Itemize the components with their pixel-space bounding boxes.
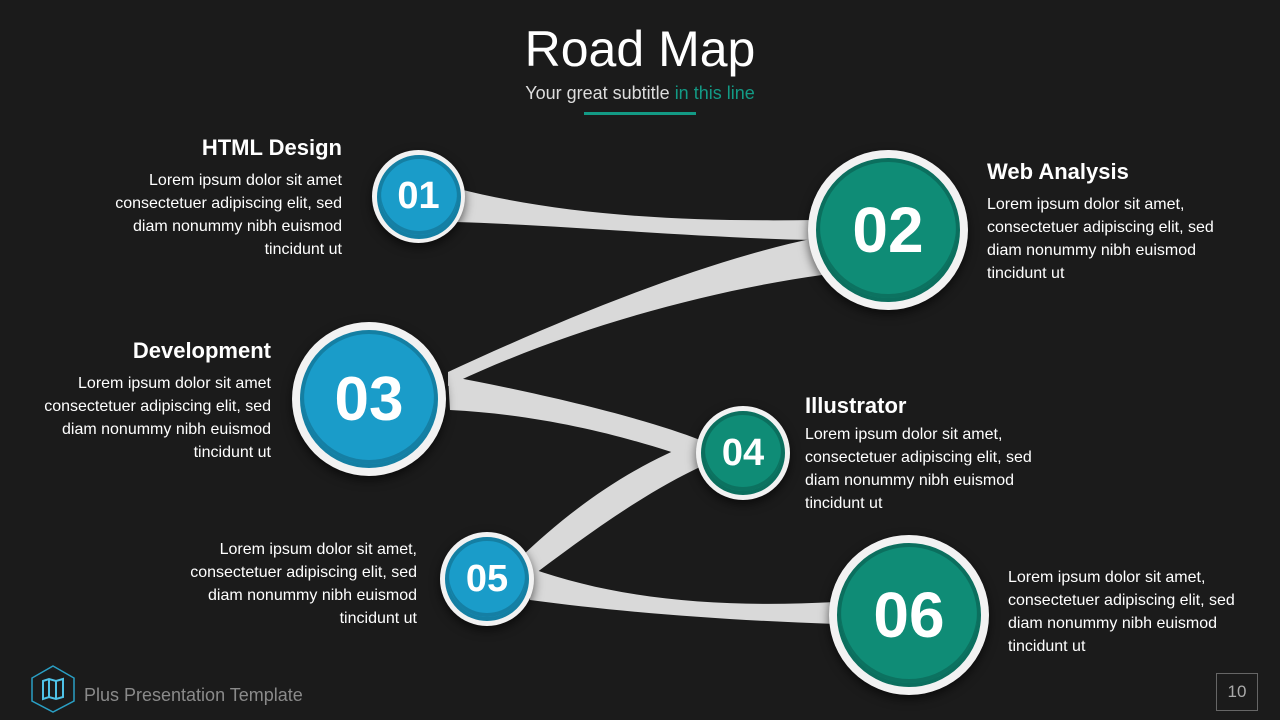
page-title: Road Map (524, 21, 756, 77)
step-06-number: 06 (837, 543, 981, 687)
step-05-number: 05 (445, 537, 529, 621)
step-04-number: 04 (701, 411, 785, 495)
step-01-text: HTML Design Lorem ipsum dolor sit amet c… (80, 135, 342, 261)
title-underline (584, 112, 696, 115)
connector-04-05 (522, 440, 702, 582)
step-06-desc: Lorem ipsum dolor sit amet, consectetuer… (1008, 569, 1235, 655)
step-03-circle: 03 (292, 322, 446, 476)
step-06-circle: 06 (829, 535, 989, 695)
connector-01-02 (455, 188, 815, 240)
connector-03-04 (448, 376, 700, 462)
step-02-text: Web Analysis Lorem ipsum dolor sit amet,… (987, 159, 1217, 285)
step-03-heading: Development (132, 338, 271, 363)
connector-05-06 (530, 568, 836, 624)
subtitle-highlight: in this line (674, 83, 755, 103)
step-02-desc: Lorem ipsum dolor sit amet, consectetuer… (987, 196, 1214, 282)
footer-text: Plus Presentation Template (84, 685, 303, 705)
step-02-number: 02 (816, 158, 960, 302)
page-number: 10 (1216, 673, 1258, 711)
step-05-circle: 05 (440, 532, 534, 626)
step-01-heading: HTML Design (201, 135, 342, 160)
step-02-heading: Web Analysis (987, 159, 1129, 184)
step-04-circle: 04 (696, 406, 790, 500)
map-icon (31, 665, 75, 713)
step-04-heading: Illustrator (805, 393, 907, 418)
step-01-number: 01 (376, 154, 461, 239)
step-03-number: 03 (300, 330, 438, 468)
step-04-desc: Lorem ipsum dolor sit amet, consectetuer… (805, 426, 1032, 512)
step-05-desc: Lorem ipsum dolor sit amet, consectetuer… (190, 541, 417, 627)
subtitle-main: Your great subtitle (525, 83, 675, 103)
step-04-text: Illustrator Lorem ipsum dolor sit amet, … (805, 393, 1060, 515)
step-03-desc: Lorem ipsum dolor sit amet consectetuer … (44, 375, 271, 461)
step-01-desc: Lorem ipsum dolor sit amet consectetuer … (115, 172, 342, 258)
connector-02-03 (448, 238, 822, 386)
step-02-circle: 02 (808, 150, 968, 310)
step-03-text: Development Lorem ipsum dolor sit amet c… (40, 338, 271, 464)
subtitle: Your great subtitle in this line (0, 83, 1280, 104)
step-01-circle: 01 (372, 150, 465, 243)
